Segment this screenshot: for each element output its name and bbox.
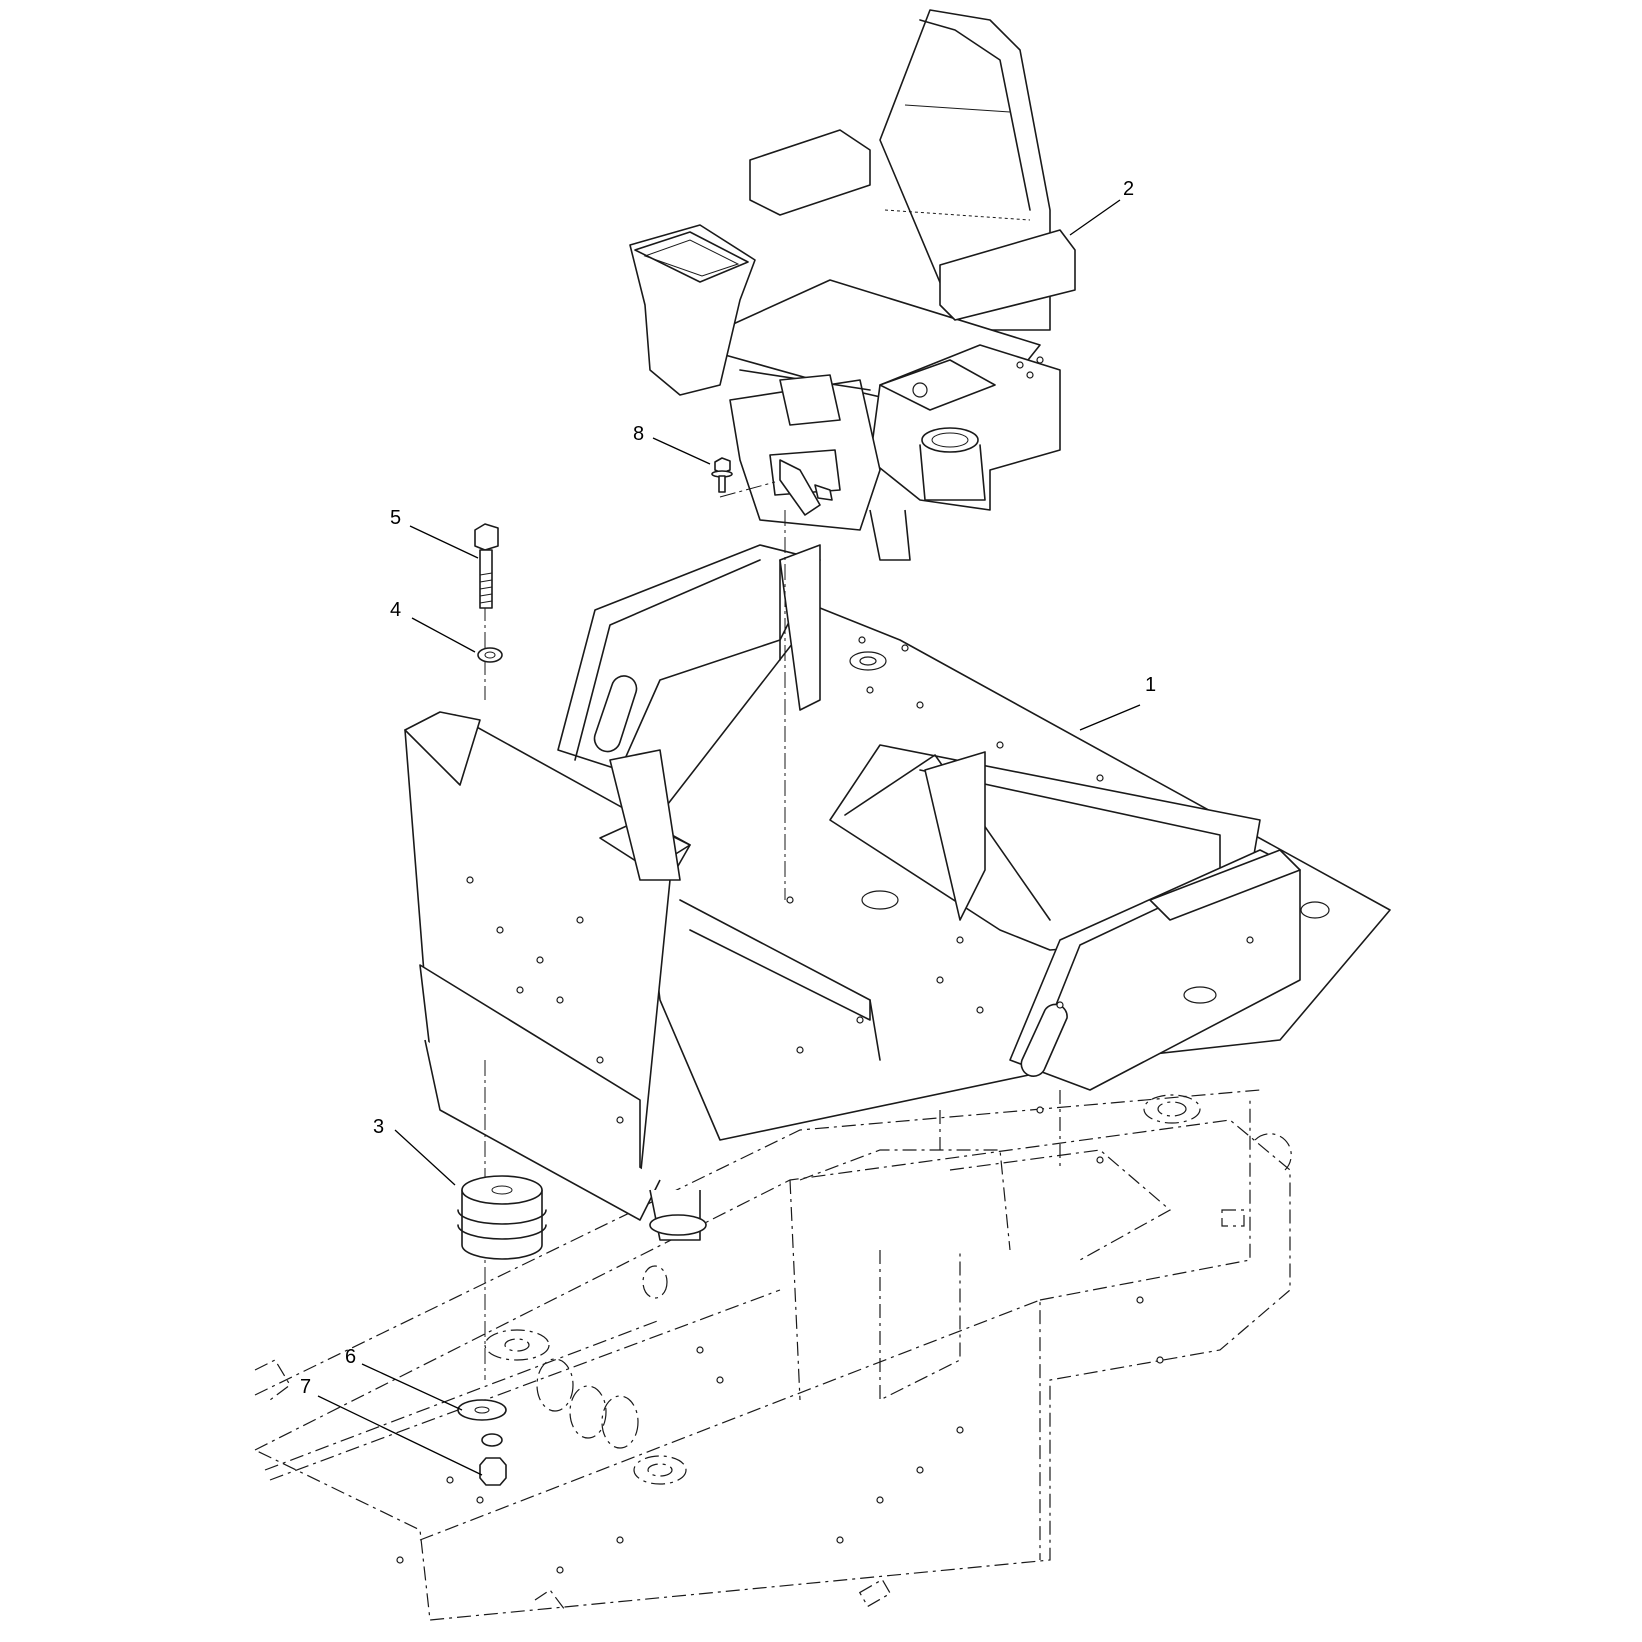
- callout-2: 2: [1123, 178, 1134, 200]
- callout-3: 3: [373, 1116, 384, 1138]
- bolt-icon: [474, 523, 499, 609]
- nut-icon: [479, 1433, 507, 1486]
- callout-7: 7: [300, 1376, 311, 1398]
- flat-washer-icon: [457, 1399, 507, 1421]
- machine-chassis-icon: [253, 1089, 1292, 1621]
- seat-assembly-icon: [629, 9, 1076, 561]
- washer-icon: [477, 647, 503, 663]
- callout-4: 4: [390, 599, 401, 621]
- callout-labels: 1 2 3 4 5 6 7 8: [300, 178, 1156, 1398]
- callout-8: 8: [633, 423, 644, 445]
- seat-platform-frame-icon: [404, 544, 1391, 1241]
- isolator-mount-icon: [457, 1175, 547, 1260]
- callout-5: 5: [390, 507, 401, 529]
- flange-screw-icon: [711, 457, 733, 493]
- callout-leaders: [317, 199, 1141, 1476]
- callout-6: 6: [345, 1346, 356, 1368]
- callout-1: 1: [1145, 674, 1156, 696]
